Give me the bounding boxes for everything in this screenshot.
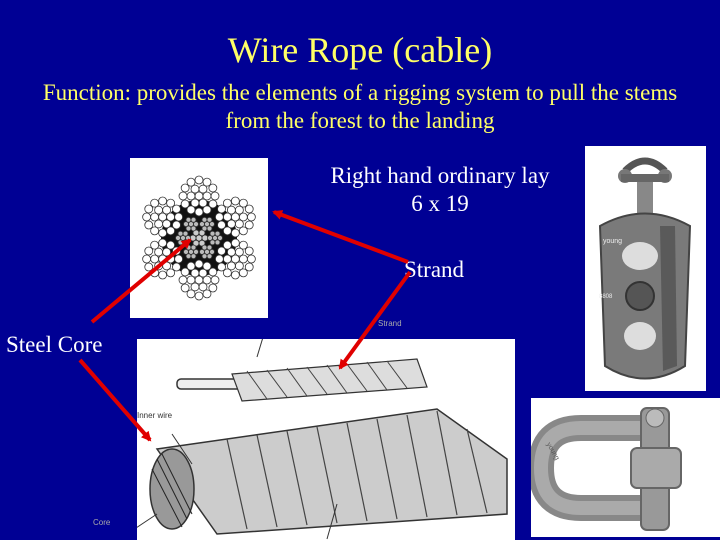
pulley-number-label: 8808 [599, 294, 613, 300]
wire-rope-image: Inner wire [137, 339, 515, 540]
strand-label: Strand [404, 257, 465, 282]
slide-title: Wire Rope (cable) [227, 30, 493, 70]
pulley-block-drawing [598, 157, 692, 380]
strand-photo-label: Strand [378, 319, 402, 328]
lay-label: Right hand ordinary lay 6 x 19 [310, 162, 570, 218]
wire-rope-drawing [137, 339, 508, 540]
shackle-image: young [531, 398, 720, 537]
cross-section-drawing [142, 175, 256, 301]
lay-type-text: Right hand ordinary lay [330, 163, 550, 188]
core-photo-label: Core [93, 518, 111, 527]
steel-core-label: Steel Core [6, 332, 103, 357]
pulley-brand-label: young [603, 238, 623, 245]
slide-subtitle: Function: provides the elements of a rig… [42, 80, 678, 133]
construction-text: 6 x 19 [411, 191, 469, 216]
pulley-block-image: young 8808 [585, 146, 706, 391]
shackle-drawing [531, 407, 682, 531]
lay-arrow [272, 210, 409, 264]
inner-wire-label: Inner wire [137, 411, 173, 420]
rope-cross-section-image [130, 158, 268, 318]
